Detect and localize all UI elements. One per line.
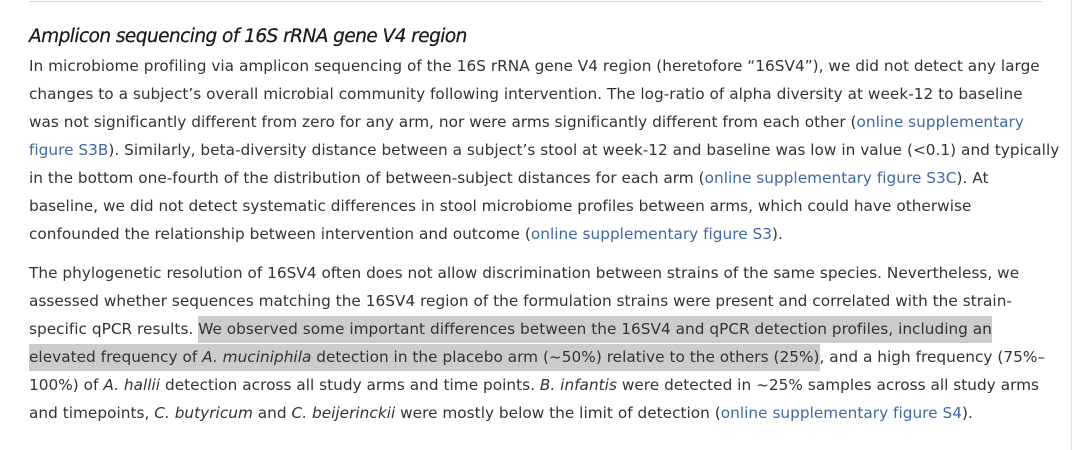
- text-run: elevated frequency of: [29, 348, 203, 366]
- top-divider: [29, 1, 1042, 2]
- text-run: In microbiome profiling via amplicon seq…: [29, 57, 1040, 75]
- text-line: specific qPCR results. We observed some …: [29, 315, 1049, 343]
- species-name: C. butyricum: [154, 404, 253, 422]
- paragraph-spacer: [29, 248, 1049, 259]
- text-run: detection in the placebo arm (~50%) rela…: [311, 348, 820, 366]
- text-line: figure S3B). Similarly, beta-diversity d…: [29, 136, 1059, 164]
- text-run: and: [252, 404, 292, 422]
- page-edge-divider: [1071, 0, 1072, 450]
- supplementary-figure-s3-link[interactable]: online supplementary figure S3: [530, 225, 773, 243]
- text-line: assessed whether sequences matching the …: [29, 287, 1049, 315]
- highlighted-selection-continued[interactable]: elevated frequency of A. muciniphila det…: [29, 344, 820, 371]
- text-line: was not significantly different from zer…: [29, 108, 1049, 136]
- paragraph-alpha-beta-diversity: In microbiome profiling via amplicon seq…: [29, 52, 1059, 248]
- species-name: A. muciniphila: [202, 348, 312, 366]
- text-line: confounded the relationship between inte…: [29, 220, 1049, 248]
- text-run: and timepoints,: [29, 404, 155, 422]
- text-run: confounded the relationship between inte…: [29, 225, 531, 243]
- highlighted-selection[interactable]: We observed some important differences b…: [198, 316, 992, 343]
- text-run: ). At: [956, 169, 989, 187]
- text-run: was not significantly different from zer…: [29, 113, 857, 131]
- supplementary-figure-s3b-link-continued[interactable]: figure S3B: [29, 141, 109, 159]
- text-run: , and a high frequency (75%–: [819, 348, 1046, 366]
- text-run: detection across all study arms and time…: [160, 376, 540, 394]
- text-run: ). Similarly, beta-diversity distance be…: [108, 141, 1060, 159]
- text-run: assessed whether sequences matching the …: [29, 292, 1012, 310]
- species-name: B. infantis: [539, 376, 617, 394]
- text-run: The phylogenetic resolution of 16SV4 oft…: [29, 264, 1020, 282]
- text-line: changes to a subject’s overall microbial…: [29, 80, 1049, 108]
- text-run: baseline, we did not detect systematic d…: [29, 197, 972, 215]
- text-run: were detected in ~25% samples across all…: [616, 376, 1040, 394]
- article-section: Amplicon sequencing of 16S rRNA gene V4 …: [29, 22, 1059, 427]
- supplementary-figure-s3b-link[interactable]: online supplementary: [856, 113, 1024, 131]
- text-run: specific qPCR results.: [29, 320, 199, 338]
- text-line: The phylogenetic resolution of 16SV4 oft…: [29, 259, 1049, 287]
- text-line: in the bottom one-fourth of the distribu…: [29, 164, 1049, 192]
- supplementary-figure-s4-link[interactable]: online supplementary figure S4: [720, 404, 962, 422]
- text-run: 100%) of: [29, 376, 104, 394]
- species-name: C. beijerinckii: [291, 404, 396, 422]
- text-line: baseline, we did not detect systematic d…: [29, 192, 1049, 220]
- text-line: elevated frequency of A. muciniphila det…: [29, 343, 1049, 371]
- text-run: ).: [961, 404, 973, 422]
- species-name: A. hallii: [103, 376, 161, 394]
- text-run: changes to a subject’s overall microbial…: [29, 85, 1023, 103]
- paragraph-phylogenetic-resolution: The phylogenetic resolution of 16SV4 oft…: [29, 259, 1049, 427]
- supplementary-figure-s3c-link[interactable]: online supplementary figure S3C: [704, 169, 957, 187]
- text-run: ).: [772, 225, 783, 243]
- text-run: were mostly below the limit of detection…: [395, 404, 721, 422]
- text-line: and timepoints, C. butyricum and C. beij…: [29, 399, 1049, 427]
- text-line: 100%) of A. hallii detection across all …: [29, 371, 1049, 399]
- section-heading: Amplicon sequencing of 16S rRNA gene V4 …: [29, 26, 468, 47]
- text-line: In microbiome profiling via amplicon seq…: [29, 52, 1049, 80]
- text-run: in the bottom one-fourth of the distribu…: [29, 169, 705, 187]
